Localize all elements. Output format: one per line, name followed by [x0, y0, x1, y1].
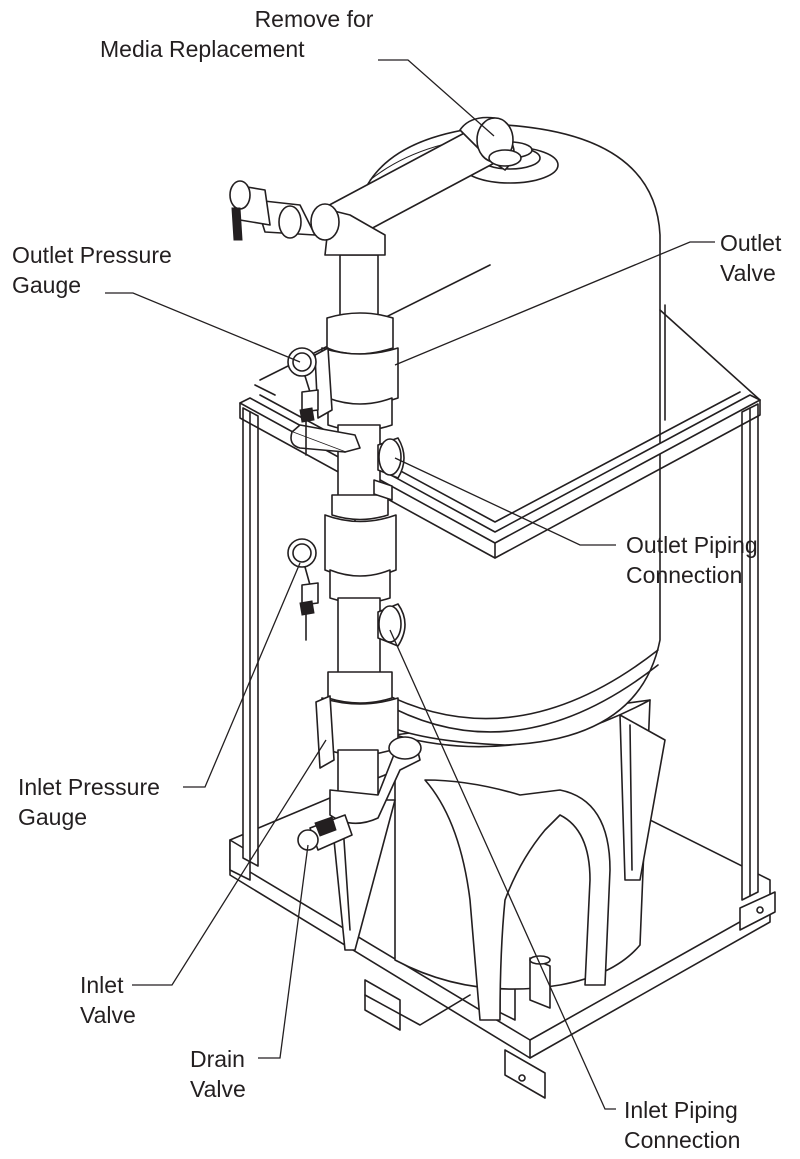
- callout-leader-lines: [105, 59, 715, 1110]
- label-inlet-piping-connection: Inlet Piping Connection: [624, 1095, 740, 1155]
- label-outlet-piping-line2: Connection: [626, 562, 743, 588]
- label-inlet-valve-line1: Inlet: [80, 972, 124, 998]
- label-outlet-pressure-gauge: Outlet Pressure Gauge: [12, 240, 172, 300]
- label-outlet-piping-line1: Outlet Piping: [626, 532, 758, 558]
- label-drain-valve-line1: Drain: [190, 1046, 245, 1072]
- valve-handles: [290, 347, 361, 769]
- label-inlet-pressure-gauge-line1: Inlet Pressure: [18, 774, 160, 800]
- label-outlet-piping-connection: Outlet Piping Connection: [626, 530, 758, 590]
- label-outlet-valve-line2: Valve: [720, 260, 776, 286]
- label-inlet-valve: Inlet Valve: [80, 970, 136, 1030]
- label-inlet-pressure-gauge-line2: Gauge: [18, 804, 88, 830]
- label-inlet-valve-line2: Valve: [80, 1002, 136, 1028]
- tank-lower-section: [329, 699, 666, 1021]
- label-outlet-pressure-gauge-line2: Gauge: [12, 272, 82, 298]
- label-remove-line1: Remove for: [254, 6, 374, 32]
- pressure-gauges: [287, 347, 393, 641]
- top-outlet-elbow: [229, 116, 522, 256]
- label-outlet-valve-line1: Outlet: [720, 230, 782, 256]
- label-drain-valve-line2: Valve: [190, 1076, 246, 1102]
- label-inlet-piping-line1: Inlet Piping: [624, 1097, 738, 1123]
- label-outlet-pressure-gauge-line1: Outlet Pressure: [12, 242, 172, 268]
- label-inlet-piping-line2: Connection: [624, 1127, 741, 1153]
- label-inlet-pressure-gauge: Inlet Pressure Gauge: [18, 772, 160, 832]
- label-drain-valve: Drain Valve: [190, 1044, 246, 1104]
- label-remove-line2: Media Replacement: [100, 36, 305, 62]
- vertical-pipe-assembly: [297, 254, 422, 851]
- tank-body: [354, 124, 661, 746]
- label-remove-for-media-replacement: Remove for Media Replacement: [100, 4, 428, 64]
- label-outlet-valve: Outlet Valve: [720, 228, 781, 288]
